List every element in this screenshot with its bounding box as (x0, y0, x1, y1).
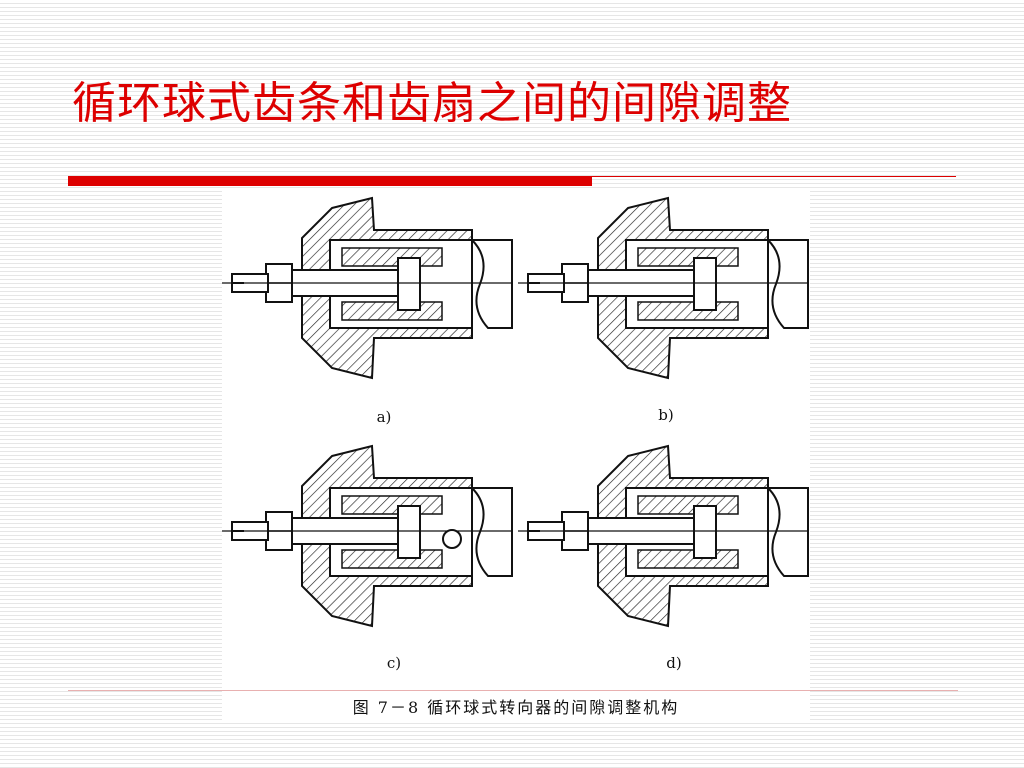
slide-title: 循环球式齿条和齿扇之间的间隙调整 (72, 78, 792, 129)
panel-label-b: b) (658, 406, 673, 424)
mechanism-drawings: a) b) c) d) (222, 197, 809, 672)
figure-panel: a) b) c) d) 图 7－8 循环球式转向器的间隙调整机构 (222, 188, 810, 723)
drawing-d (517, 445, 809, 627)
title-rule-thin (592, 176, 956, 177)
panel-label-d: d) (666, 654, 681, 672)
panel-label-c: c) (387, 654, 401, 672)
panel-label-a: a) (377, 408, 392, 426)
title-rule-thick (68, 176, 592, 186)
drawing-b (517, 197, 809, 379)
bottom-rule (68, 690, 958, 691)
drawing-c (222, 445, 513, 627)
figure-caption: 图 7－8 循环球式转向器的间隙调整机构 (352, 698, 680, 717)
drawing-a (222, 197, 513, 379)
